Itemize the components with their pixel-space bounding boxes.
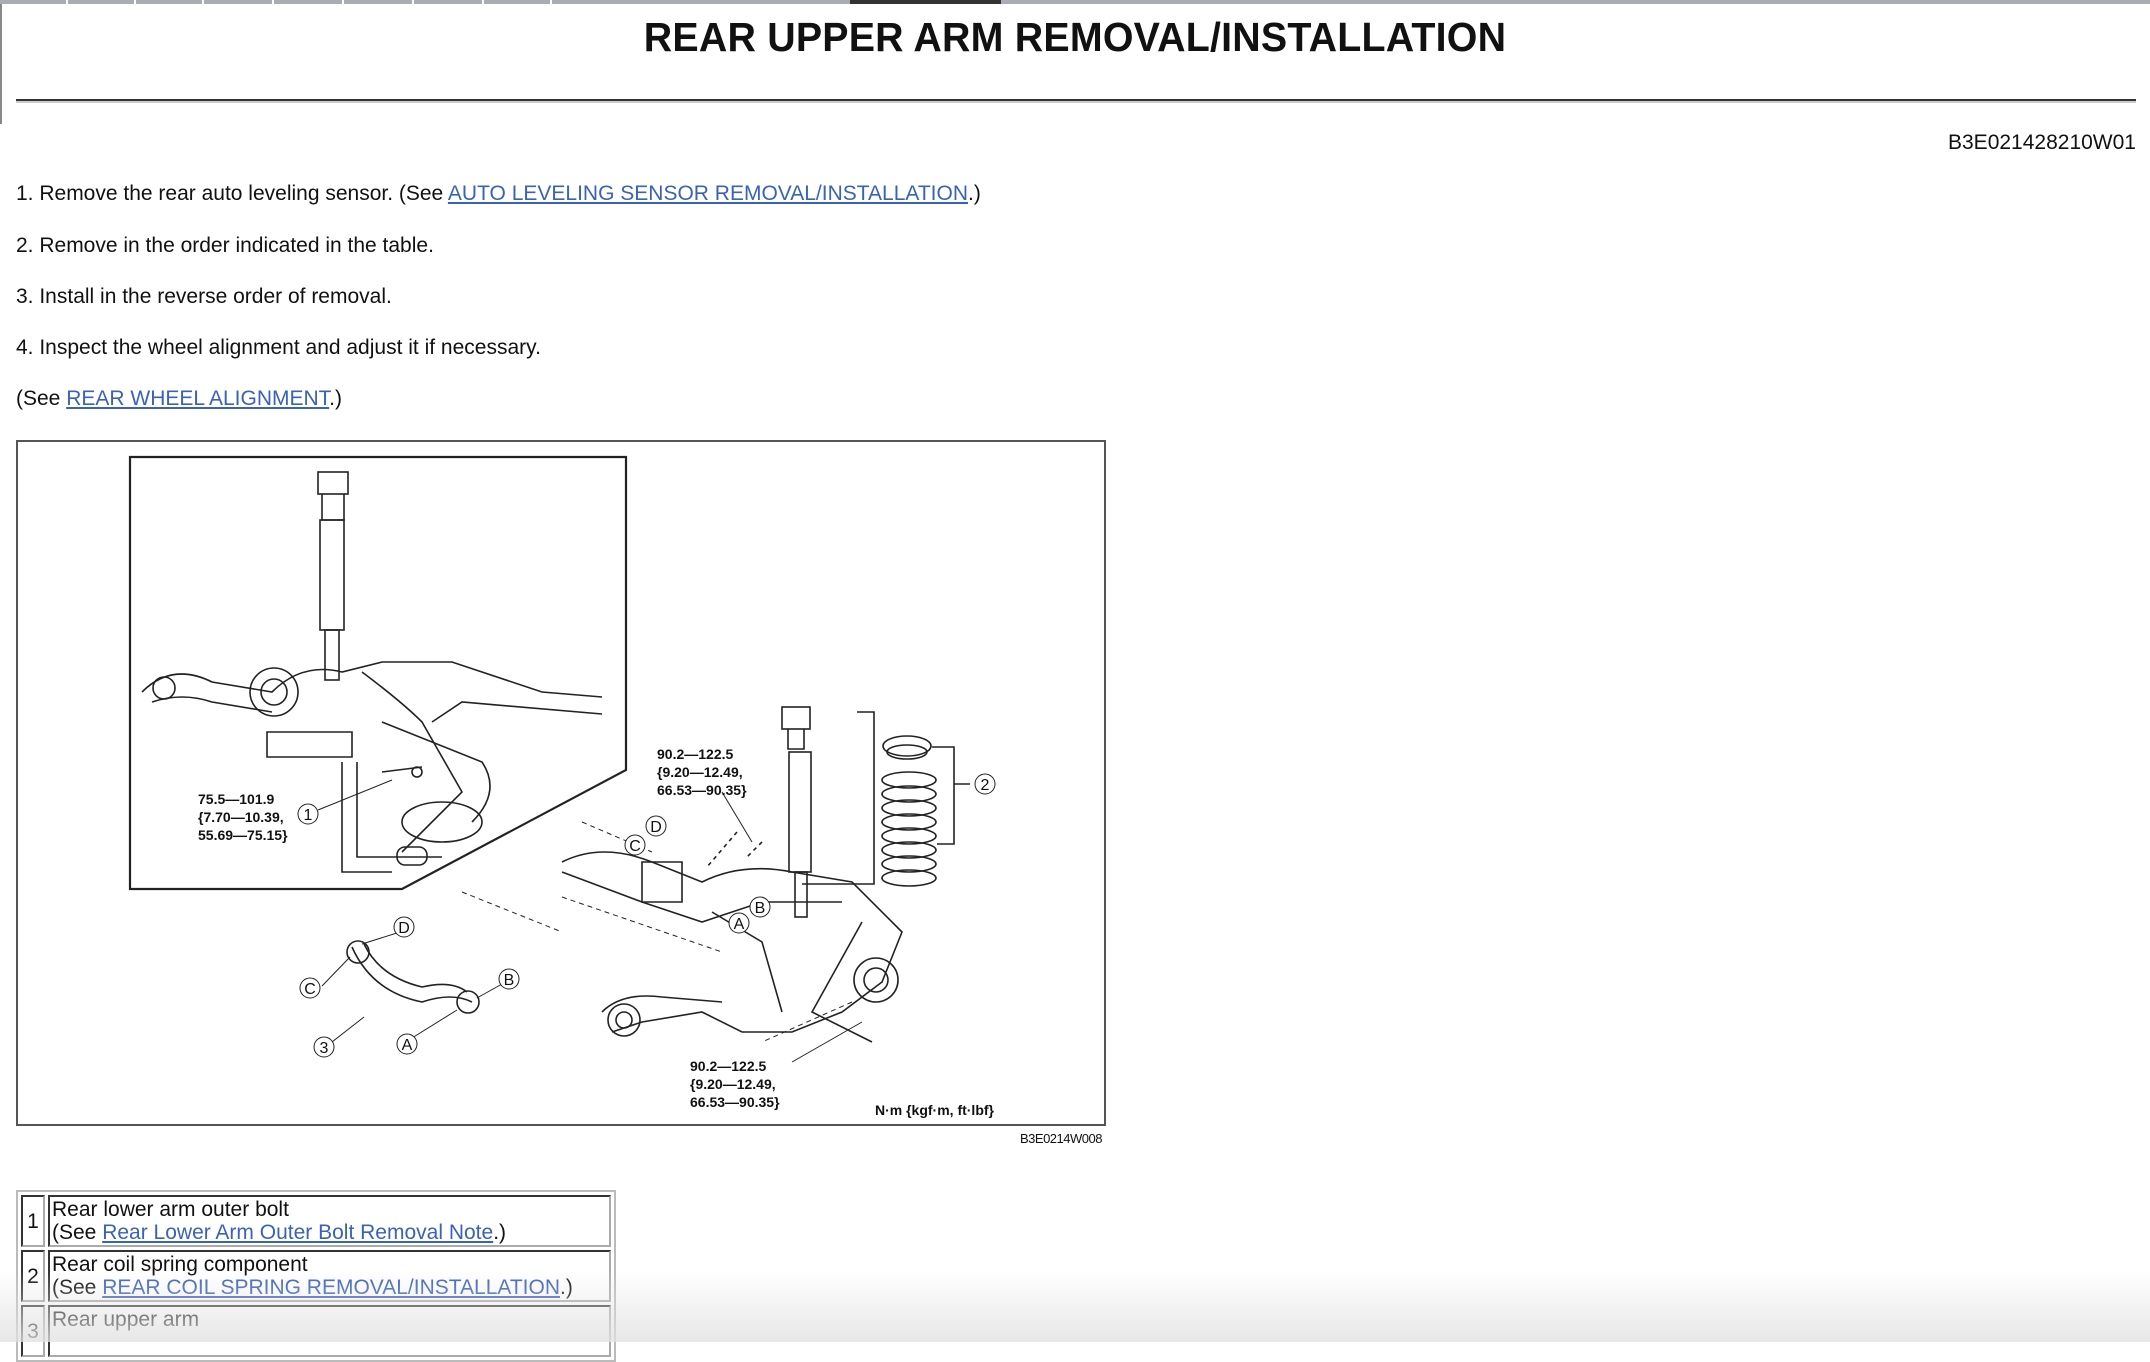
main-shock-absorber bbox=[781, 706, 875, 918]
callout-b-mount: B bbox=[755, 900, 766, 917]
coil-spring-removal-link[interactable]: REAR COIL SPRING REMOVAL/INSTALLATION bbox=[102, 1276, 561, 1299]
row-content: Rear lower arm outer bolt(See Rear Lower… bbox=[48, 1195, 611, 1247]
callout-b: B bbox=[504, 972, 515, 989]
callout-c: C bbox=[304, 981, 316, 998]
table-row: 2 Rear coil spring component(See REAR CO… bbox=[21, 1250, 611, 1302]
tab[interactable] bbox=[344, 0, 414, 4]
inset-frame bbox=[128, 455, 628, 891]
page-title: REAR UPPER ARM REMOVAL/INSTALLATION bbox=[643, 14, 1507, 60]
table-row: 1 Rear lower arm outer bolt(See Rear Low… bbox=[21, 1195, 611, 1247]
callout-1: 1 bbox=[304, 807, 313, 824]
svg-text:{9.20—12.49,: {9.20—12.49, bbox=[657, 764, 743, 780]
step-4: 4. Inspect the wheel alignment and adjus… bbox=[16, 336, 541, 359]
rear-wheel-alignment-link[interactable]: REAR WHEEL ALIGNMENT bbox=[66, 387, 330, 410]
tab[interactable] bbox=[484, 0, 552, 4]
row-number: 2 bbox=[21, 1250, 45, 1302]
row-number: 3 bbox=[21, 1305, 45, 1357]
callout-c-mount: C bbox=[629, 838, 641, 855]
callout-a-mount: A bbox=[734, 916, 745, 933]
svg-text:66.53—90.35}: 66.53—90.35} bbox=[657, 782, 747, 798]
leader-lines bbox=[317, 779, 863, 1063]
upper-arm-part bbox=[346, 940, 480, 1014]
suspension-illustration: 75.5—101.9 {7.70—10.39, 55.69—75.15} 90.… bbox=[128, 455, 996, 1118]
step-2: 2. Remove in the order indicated in the … bbox=[16, 234, 434, 257]
svg-text:55.69—75.15}: 55.69—75.15} bbox=[198, 827, 288, 843]
title-divider bbox=[16, 99, 2136, 103]
callout-3: 3 bbox=[320, 1040, 329, 1057]
callout-2: 2 bbox=[981, 777, 990, 794]
svg-text:66.53—90.35}: 66.53—90.35} bbox=[690, 1094, 780, 1110]
removal-order-table: 1 Rear lower arm outer bolt(See Rear Low… bbox=[16, 1190, 616, 1362]
tab[interactable] bbox=[414, 0, 484, 4]
torque-label-3: 90.2—122.5 bbox=[690, 1058, 766, 1074]
row-content: Rear upper arm bbox=[48, 1305, 611, 1357]
torque-label-2: 90.2—122.5 bbox=[657, 746, 733, 762]
table-row: 3 Rear upper arm bbox=[21, 1305, 611, 1357]
row-number: 1 bbox=[21, 1195, 45, 1247]
callout-circles bbox=[297, 773, 996, 1058]
svg-text:{9.20—12.49,: {9.20—12.49, bbox=[690, 1076, 776, 1092]
active-tab[interactable] bbox=[850, 0, 1001, 4]
inset-suspension-parts bbox=[141, 661, 603, 873]
inset-shock-absorber bbox=[317, 471, 349, 681]
step-1: 1. Remove the rear auto leveling sensor.… bbox=[16, 182, 981, 205]
step-3: 3. Install in the reverse order of remov… bbox=[16, 285, 392, 308]
outer-bolt-removal-note-link[interactable]: Rear Lower Arm Outer Bolt Removal Note bbox=[102, 1221, 494, 1244]
callout-a: A bbox=[402, 1037, 413, 1054]
auto-leveling-sensor-link[interactable]: AUTO LEVELING SENSOR REMOVAL/INSTALLATIO… bbox=[447, 182, 968, 205]
rear-subframe bbox=[561, 831, 903, 1043]
torque-label-1: 75.5—101.9 bbox=[198, 791, 274, 807]
tab[interactable] bbox=[274, 0, 344, 4]
document-id: B3E021428210W01 bbox=[1948, 131, 2136, 154]
browser-tab-strip bbox=[0, 0, 2150, 4]
torque-units: N·m {kgf·m, ft·lbf} bbox=[875, 1102, 995, 1118]
row-content: Rear coil spring component(See REAR COIL… bbox=[48, 1250, 611, 1302]
tab[interactable] bbox=[0, 0, 68, 4]
coil-spring bbox=[881, 735, 970, 887]
tab[interactable] bbox=[68, 0, 136, 4]
tab[interactable] bbox=[136, 0, 204, 4]
callout-d: D bbox=[398, 920, 410, 937]
figure-code: B3E0214W008 bbox=[1020, 1131, 1102, 1146]
frame-edge bbox=[0, 4, 2, 124]
step-4-reference: (See REAR WHEEL ALIGNMENT.) bbox=[16, 387, 342, 410]
tab[interactable] bbox=[204, 0, 274, 4]
svg-text:{7.70—10.39,: {7.70—10.39, bbox=[198, 809, 284, 825]
exploded-diagram: 75.5—101.9 {7.70—10.39, 55.69—75.15} 90.… bbox=[16, 440, 1106, 1126]
callout-d-mount: D bbox=[650, 819, 662, 836]
